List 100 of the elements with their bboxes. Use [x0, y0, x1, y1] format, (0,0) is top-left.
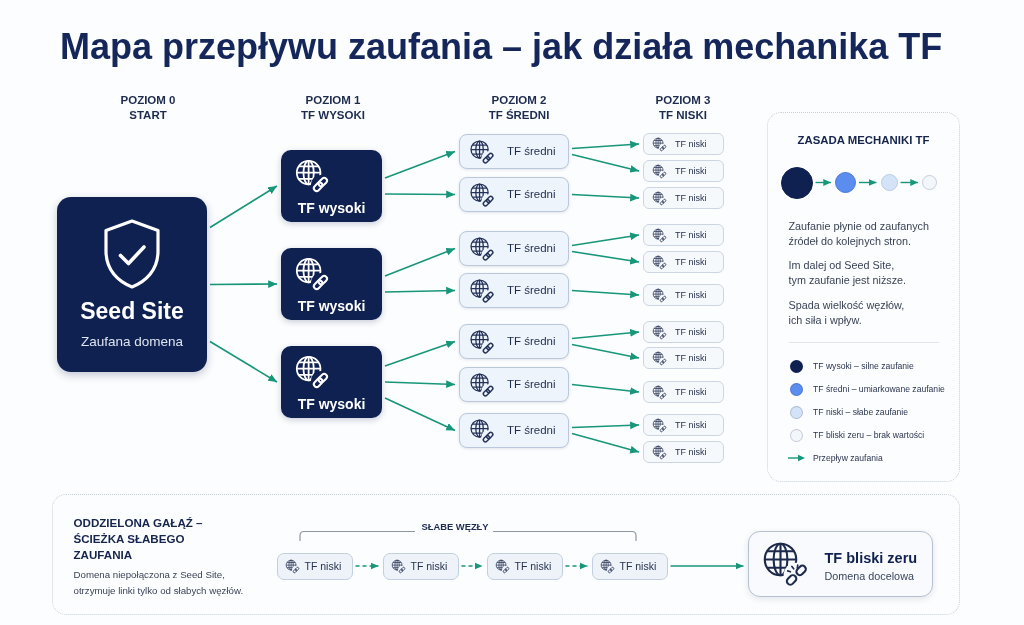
trust-circle [880, 174, 898, 191]
arrow [571, 421, 640, 430]
medium-trust-box [459, 231, 569, 266]
arrow [858, 179, 878, 186]
node-label: TF niski [675, 352, 707, 364]
node-label: TF średni [507, 187, 556, 202]
panel-text: Im dalej od Seed Site, tym zaufanie jest niższe. [788, 258, 908, 288]
low-trust-box [643, 284, 724, 306]
dashed-arrow [460, 562, 484, 570]
node-label: TF niski [675, 326, 707, 338]
low-trust-box [643, 133, 724, 155]
node-subtitle: Zaufana domena [80, 333, 184, 351]
diagram-title: Mapa przepływu zaufania – jak działa mechanika TF [60, 25, 943, 69]
arrow [384, 397, 456, 432]
node-label: TF niski [675, 256, 707, 268]
arrow [571, 250, 640, 265]
legend-label: Przepływ zaufania [813, 452, 883, 464]
panel-title: ZASADA MECHANIKI TF [797, 132, 930, 148]
node-label: TF niski [410, 559, 448, 573]
node-label: TF średni [507, 423, 556, 438]
medium-trust-box [459, 134, 569, 169]
node-label: TF niski [514, 559, 552, 573]
arrow [384, 247, 456, 277]
low-trust-box [643, 347, 724, 369]
node-label: TF niski [675, 165, 707, 177]
level-heading: POZIOM 2 TF ŚREDNI [487, 92, 551, 123]
low-trust-box [486, 552, 563, 580]
arrow [571, 193, 640, 202]
arrow [571, 140, 640, 150]
node-label: TF średni [507, 144, 556, 159]
legend-label: TF bliski zeru – brak wartości [813, 429, 925, 441]
level-heading: POZIOM 0 START [119, 92, 177, 123]
medium-trust-box [459, 413, 569, 448]
low-trust-box [643, 160, 724, 182]
dashed-arrow [354, 562, 380, 570]
arrow [571, 432, 640, 454]
medium-trust-box [459, 177, 569, 212]
low-trust-box [643, 414, 724, 436]
arrow [814, 179, 832, 186]
bracket-label: SŁABE WĘZŁY [421, 520, 489, 533]
low-trust-box [382, 552, 459, 580]
arrow [571, 383, 640, 395]
panel-text: Domena niepołączona z Seed Site, otrzymuje linki tylko od słabych węzłów. [73, 567, 245, 598]
low-trust-box [276, 552, 353, 580]
node-label: TF wysoki [297, 395, 366, 413]
node-label: TF niski [675, 289, 707, 301]
trust-circle [922, 175, 937, 190]
dashed-arrow [564, 562, 589, 570]
node-label: TF niski [675, 386, 707, 398]
legend-label: TF średni – umiarkowane zaufanie [813, 383, 945, 395]
arrow [571, 329, 640, 340]
trust-circle [835, 172, 856, 193]
arrow [384, 340, 456, 367]
arrow [209, 185, 278, 229]
low-trust-box [643, 441, 724, 463]
seed-site-box [57, 197, 207, 372]
arrow [571, 343, 640, 361]
medium-trust-box [459, 324, 569, 359]
medium-trust-box [459, 367, 569, 402]
node-label: TF niski [675, 192, 707, 204]
arrow [899, 179, 919, 186]
arrow [669, 562, 745, 570]
node-label: TF niski [304, 559, 342, 573]
node-label: TF średni [507, 334, 556, 349]
legend-label: TF niski – słabe zaufanie [813, 406, 909, 418]
node-label: TF wysoki [297, 199, 366, 217]
medium-trust-box [459, 273, 569, 308]
node-label: TF średni [507, 377, 556, 392]
level-heading: POZIOM 3 TF NISKI [654, 92, 712, 123]
arrow [571, 232, 640, 247]
node-subtitle: Domena docelowa [824, 568, 914, 583]
low-trust-box [643, 381, 724, 403]
node-label: TF średni [507, 283, 556, 298]
high-trust-box [281, 248, 382, 320]
panel-text: Spada wielkość węzłów, ich siła i wpływ. [788, 298, 906, 328]
arrow [571, 153, 640, 173]
level-heading: POZIOM 1 TF WYSOKI [300, 92, 366, 123]
node-label: TF wysoki [297, 297, 366, 315]
arrow [384, 286, 456, 295]
low-trust-box [643, 251, 724, 273]
high-trust-box [281, 150, 382, 222]
arrow [209, 280, 278, 288]
target-domain-box [747, 530, 933, 597]
node-title: Seed Site [80, 298, 184, 324]
low-trust-box [643, 321, 724, 343]
node-label: TF niski [675, 138, 707, 150]
arrow [384, 150, 456, 179]
node-label: TF niski [675, 419, 707, 431]
arrow [571, 289, 640, 299]
low-trust-box [643, 224, 724, 246]
low-trust-box [591, 552, 668, 580]
node-label: TF średni [507, 241, 556, 256]
legend-label: TF wysoki – silne zaufanie [813, 360, 914, 372]
trust-circle [780, 166, 813, 199]
panel-text: Zaufanie płynie od zaufanych źródeł do kolejnych stron. [788, 218, 930, 249]
arrow [384, 190, 456, 199]
high-trust-box [281, 346, 382, 418]
node-title: TF bliski zeru [824, 548, 918, 567]
panel-heading: ODDZIELONA GAŁĄŹ – ŚCIEŻKA SŁABEGO ZAUFANIA [73, 514, 204, 563]
arrow [384, 380, 456, 389]
